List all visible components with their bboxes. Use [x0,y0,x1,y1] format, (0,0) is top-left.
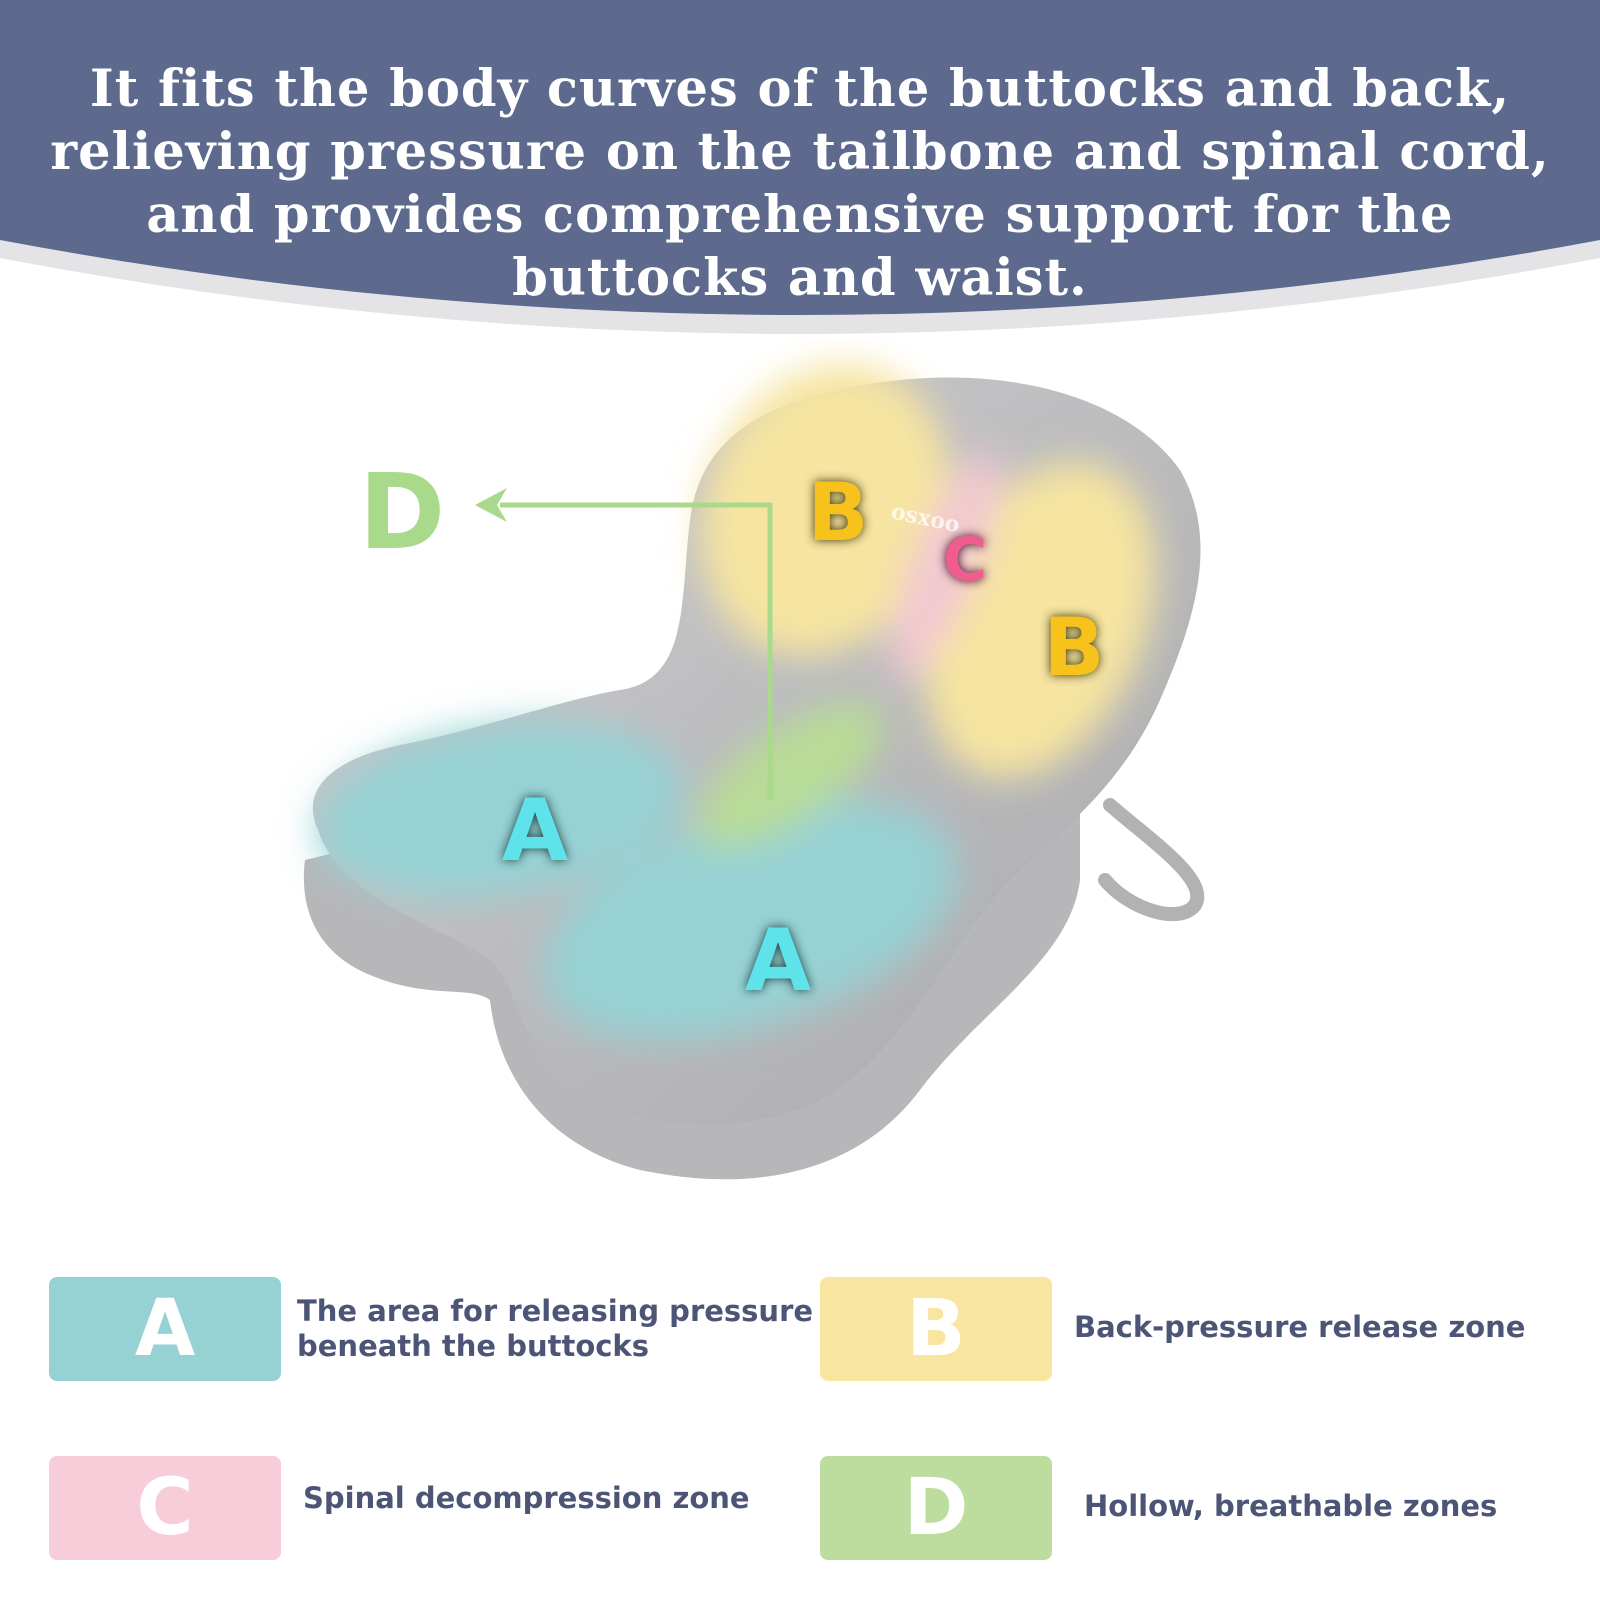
svg-text:C: C [943,525,987,595]
zone-d-arrowhead [475,488,507,522]
elastic-strap [1098,798,1205,921]
zone-shading [316,363,1156,1040]
legend-swatch-b: B [820,1277,1052,1381]
zone-label-c: C C [943,525,987,595]
zone-label-b-left: B B [808,466,869,559]
legend-text-d: Hollow, breathable zones [1084,1489,1498,1523]
zone-label-a-right: A A [745,911,812,1011]
zone-label-a-left: A A [502,781,569,881]
legend-text-a: The area for releasing pressure beneath … [297,1294,814,1363]
legend-swatch-c: C [49,1456,281,1560]
svg-text:A: A [502,781,569,881]
svg-text:A: A [745,911,812,1011]
svg-text:A: A [502,781,569,881]
svg-text:B: B [1044,601,1105,694]
legend-text-b: Back-pressure release zone [1074,1310,1526,1344]
legend-swatch-d: D [820,1456,1052,1560]
legend-text-c: Spinal decompression zone [303,1481,750,1515]
zone-d-pointer-line [500,502,773,800]
headline: It fits the body curves of the buttocks … [50,59,1550,308]
header-banner [0,0,1600,334]
svg-text:B: B [1044,601,1105,694]
svg-text:C: C [943,525,987,595]
zone-label-d: D [359,451,445,573]
svg-text:B: B [808,466,869,559]
zone-label-b-right: B B [1044,601,1105,694]
cushion-illustration: osxoo A A A A B B B B C C D [303,363,1205,1180]
svg-text:B: B [808,466,869,559]
svg-text:A: A [745,911,812,1011]
legend-swatch-a: A [49,1277,281,1381]
